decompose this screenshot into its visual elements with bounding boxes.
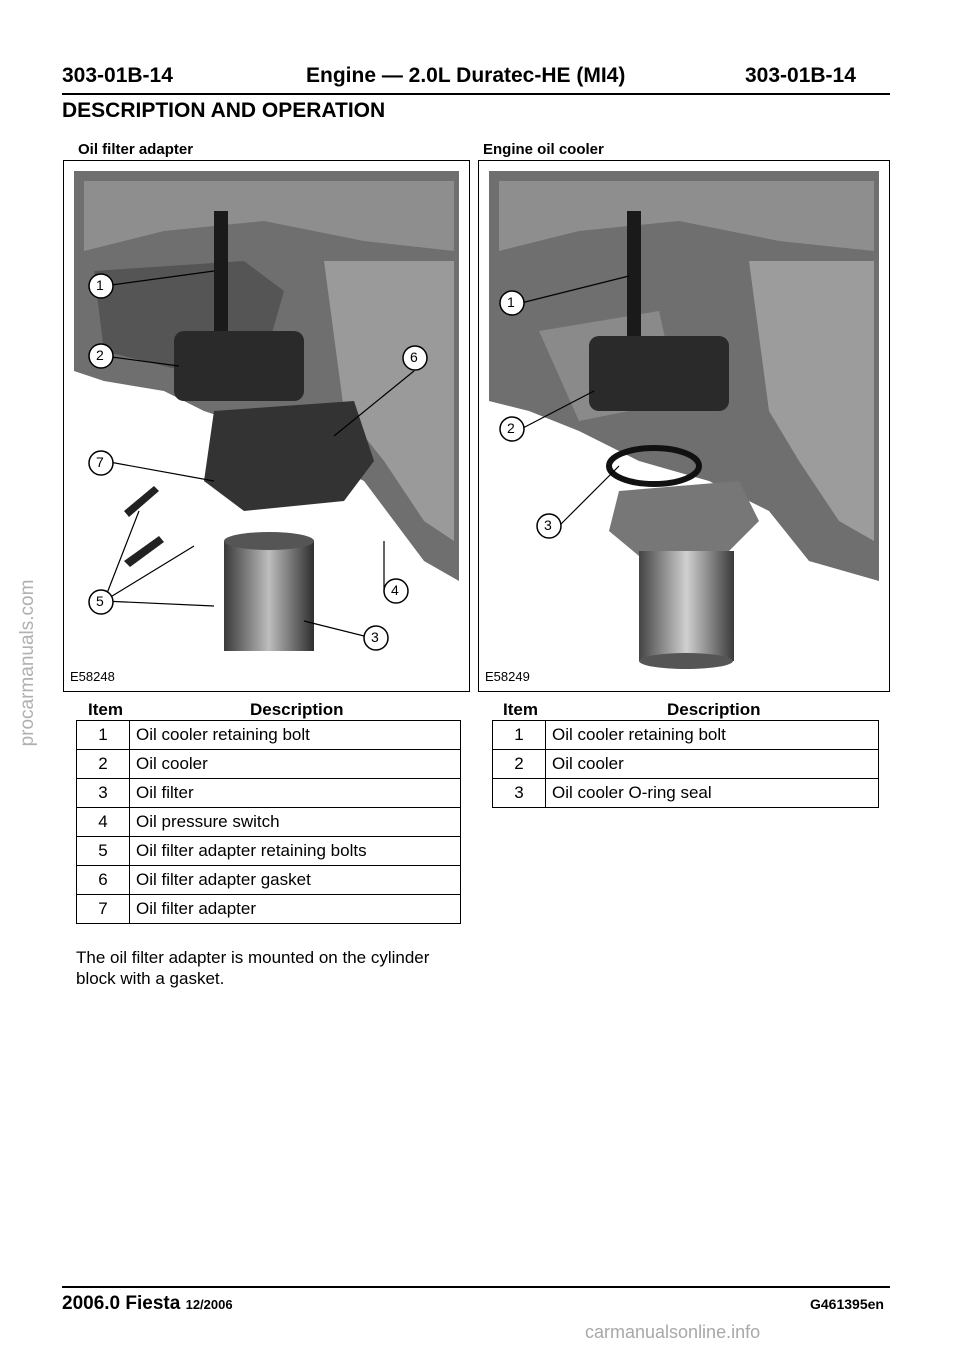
table2-header-item: Item xyxy=(503,700,538,719)
callout-4-circle xyxy=(383,578,409,604)
item-number: 2 xyxy=(76,749,130,779)
callout-1-label-right: 1 xyxy=(507,294,515,310)
callout-1-circle-right xyxy=(499,290,525,316)
callout-7-circle xyxy=(88,450,114,476)
table1-header-item: Item xyxy=(88,700,123,719)
footer-rule xyxy=(62,1286,890,1288)
item-number: 3 xyxy=(76,778,130,808)
item-number: 5 xyxy=(76,836,130,866)
header-rule xyxy=(62,93,890,95)
item-number: 4 xyxy=(76,807,130,837)
callout-2-circle-right xyxy=(499,416,525,442)
footer-model: 2006.0 Fiesta 12/2006 xyxy=(62,1293,233,1315)
callout-2-circle xyxy=(88,343,114,369)
figure-title-oil-filter-adapter: Oil filter adapter xyxy=(78,141,194,158)
item-description: Oil cooler xyxy=(545,749,879,779)
adapter-shape xyxy=(204,401,374,511)
item-description: Oil cooler xyxy=(129,749,461,779)
oil-cooler-bolt-shape-right xyxy=(627,211,641,341)
oil-filter-adapter-illustration: 1 2 6 7 5 4 3 E58248 xyxy=(63,160,470,692)
engine-illustration-left xyxy=(64,161,469,691)
callout-5-label: 5 xyxy=(96,593,104,609)
item-number: 1 xyxy=(492,720,546,750)
oil-filter-shape xyxy=(224,541,314,651)
callout-1-circle xyxy=(88,273,114,299)
figure-code-right: E58249 xyxy=(485,669,530,684)
item-description: Oil cooler retaining bolt xyxy=(129,720,461,750)
section-heading: DESCRIPTION AND OPERATION xyxy=(62,99,386,122)
figure-title-engine-oil-cooler: Engine oil cooler xyxy=(483,141,604,158)
item-description: Oil cooler O-ring seal xyxy=(545,778,879,808)
body-paragraph: The oil filter adapter is mounted on the… xyxy=(76,948,430,988)
item-description: Oil filter xyxy=(129,778,461,808)
callout-6-label: 6 xyxy=(410,349,418,365)
oil-cooler-shape-right xyxy=(589,336,729,411)
callout-7-label: 7 xyxy=(96,454,104,470)
page-code-right: 303-01B-14 xyxy=(745,64,856,87)
callout-3-circle xyxy=(363,625,389,651)
item-number: 7 xyxy=(76,894,130,924)
page-title: Engine — 2.0L Duratec-HE (MI4) xyxy=(306,64,626,87)
item-description: Oil filter adapter retaining bolts xyxy=(129,836,461,866)
item-number: 1 xyxy=(76,720,130,750)
oil-cooler-bolt-shape xyxy=(214,211,228,341)
callout-4-label: 4 xyxy=(391,582,399,598)
callout-2-label-right: 2 xyxy=(507,420,515,436)
bottom-watermark: carmanualsonline.info xyxy=(585,1322,761,1342)
item-description: Oil filter adapter xyxy=(129,894,461,924)
item-number: 2 xyxy=(492,749,546,779)
table1-header-description: Description xyxy=(250,700,344,719)
item-description: Oil pressure switch xyxy=(129,807,461,837)
oil-filter-shape-right xyxy=(639,551,734,661)
table2-header-description: Description xyxy=(667,700,761,719)
page-code-left: 303-01B-14 xyxy=(62,64,173,87)
callouts-right xyxy=(499,290,562,539)
side-watermark: procarmanuals.com xyxy=(17,579,38,747)
engine-illustration-right xyxy=(479,161,889,691)
callout-3-label-right: 3 xyxy=(544,517,552,533)
callout-1-label: 1 xyxy=(96,277,104,293)
item-description: Oil cooler retaining bolt xyxy=(545,720,879,750)
callout-3-label: 3 xyxy=(371,629,379,645)
footer-date: 12/2006 xyxy=(185,1297,233,1312)
item-description: Oil filter adapter gasket xyxy=(129,865,461,895)
o-ring-shape xyxy=(606,445,702,487)
callout-6-circle xyxy=(402,345,428,371)
footer-code: G461395en xyxy=(810,1296,884,1312)
engine-oil-cooler-illustration: 1 2 3 E58249 xyxy=(478,160,890,692)
figure-code-left: E58248 xyxy=(70,669,115,684)
callouts-left xyxy=(88,273,428,651)
item-number: 6 xyxy=(76,865,130,895)
oil-cooler-shape xyxy=(174,331,304,401)
footer-model-name: 2006.0 Fiesta xyxy=(62,1293,181,1314)
item-number: 3 xyxy=(492,778,546,808)
callout-3-circle-right xyxy=(536,513,562,539)
callout-2-label: 2 xyxy=(96,347,104,363)
callout-5-circle xyxy=(88,589,114,615)
